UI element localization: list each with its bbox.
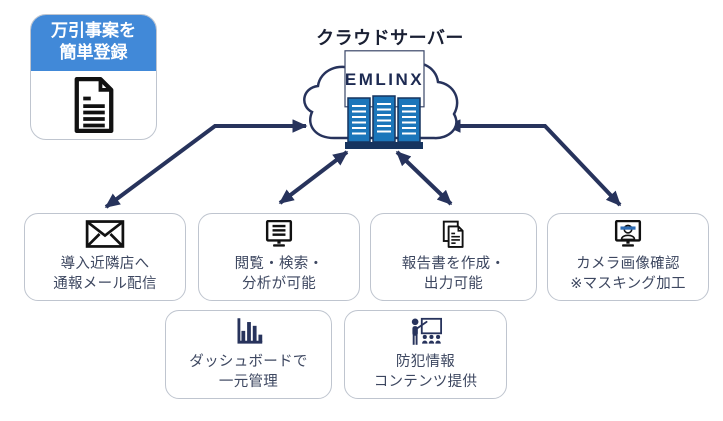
app-icon-label-line1: 万引事案を [51,21,136,40]
feature-box-label: 防犯情報 コンテンツ提供 [373,354,478,390]
app-icon-label: 万引事案を 簡単登録 [31,15,156,71]
server-rack-icon [345,95,423,149]
cloud-title: クラウドサーバー [316,28,464,48]
feature-box-crime-content: 防犯情報 コンテンツ提供 [344,310,507,399]
documents-icon [442,220,464,248]
server-name-label: EMLINX [345,70,424,89]
camera-monitor-icon [614,220,642,247]
envelope-icon [85,220,125,248]
arrow-cloud-camerabox [445,119,622,207]
document-icon [74,76,113,133]
feature-box-view-search: 閲覧・検索・ 分析が可能 [198,213,360,301]
arrow-cloud-viewbox [278,150,349,205]
bar-chart-icon [236,318,262,344]
cloud-server-icon: EMLINX [303,50,459,149]
cloud-server: EMLINX [300,50,466,152]
feature-box-dashboard: ダッシュボードで 一元管理 [165,310,332,399]
feature-box-label: ダッシュボードで 一元管理 [189,354,308,390]
feature-box-label: 閲覧・検索・ 分析が可能 [234,256,324,292]
monitor-list-icon [265,220,293,247]
presenter-icon [411,317,442,345]
feature-box-label: カメラ画像確認 ※マスキング加工 [570,256,686,292]
feature-box-label: 導入近隣店へ 通報メール配信 [53,256,157,292]
app-icon-label-line2: 簡単登録 [59,43,128,63]
feature-box-camera-check: カメラ画像確認 ※マスキング加工 [547,213,709,301]
feature-box-report-output: 報告書を作成・ 出力可能 [370,213,537,301]
arrow-cloud-reportbox [395,150,453,206]
app-icon-register: 万引事案を 簡単登録 [30,14,157,140]
feature-box-mail-delivery: 導入近隣店へ 通報メール配信 [24,213,186,301]
feature-box-label: 報告書を作成・ 出力可能 [401,256,506,292]
arrow-cloud-mailbox [104,119,308,209]
